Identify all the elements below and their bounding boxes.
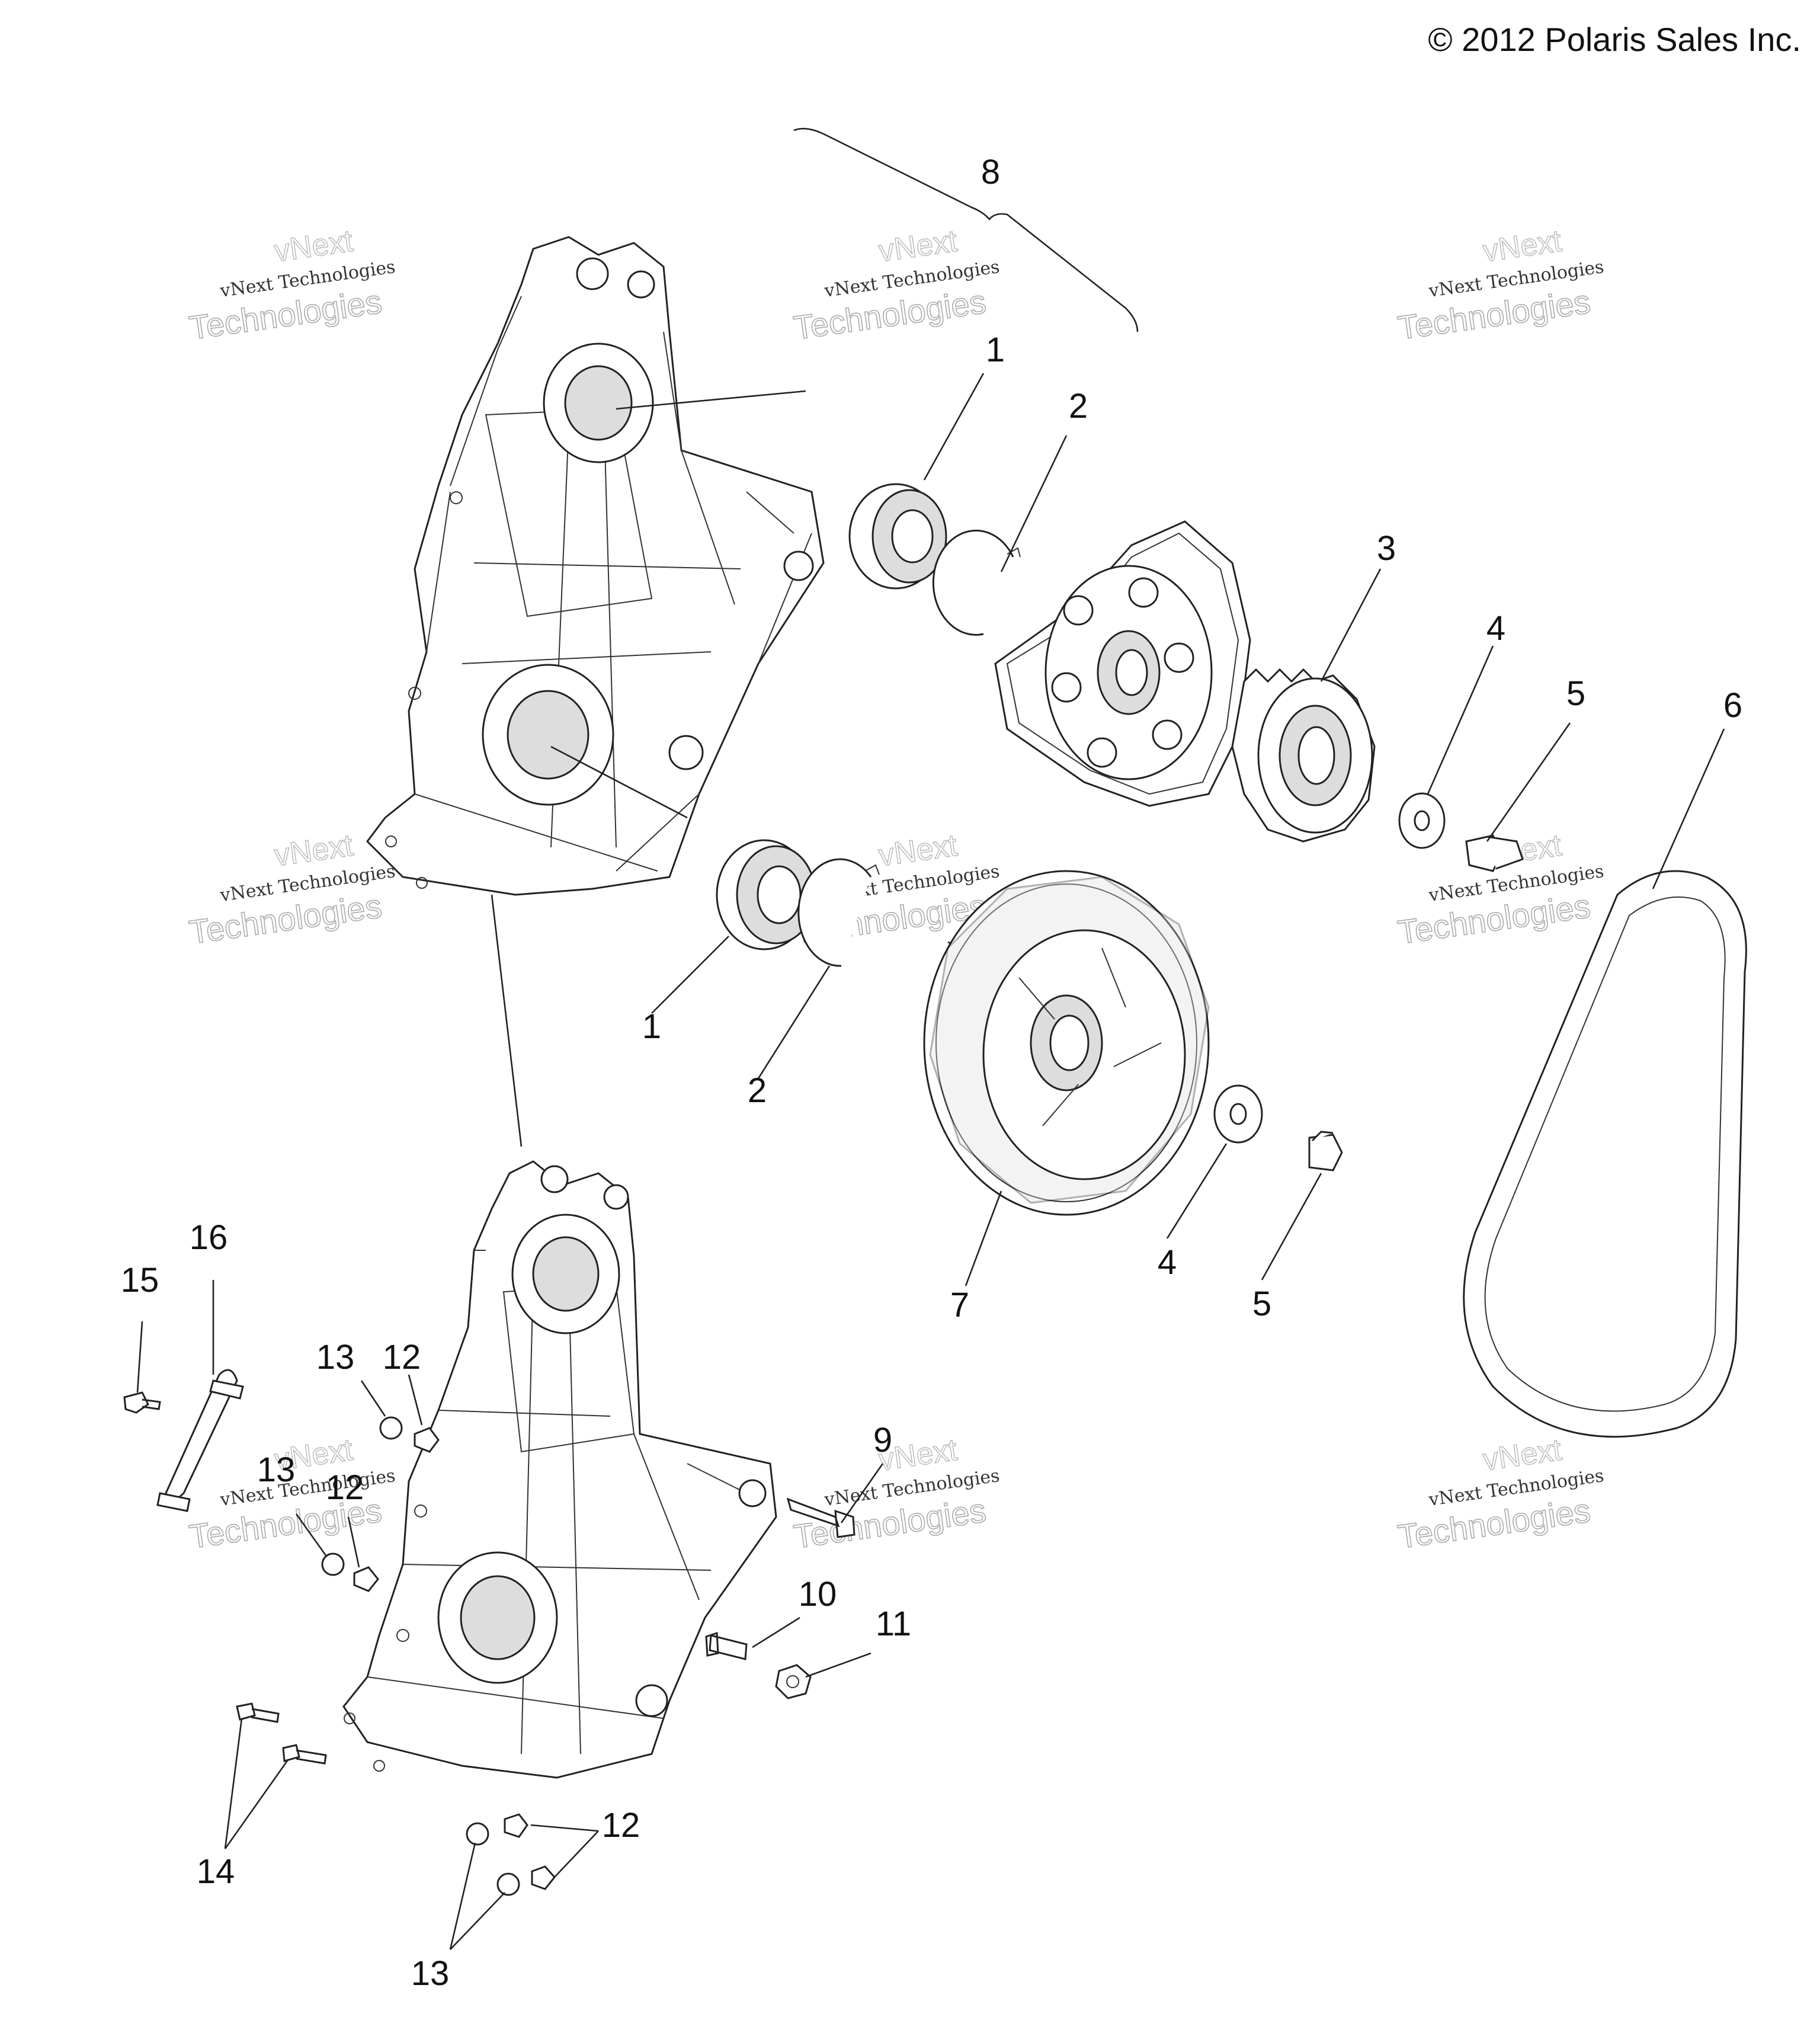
- callout-9: 9: [873, 1421, 892, 1459]
- callout-4: 4: [1158, 1243, 1177, 1282]
- callout-13: 13: [316, 1338, 355, 1376]
- callout-2: 2: [748, 1071, 767, 1110]
- snap-ring-top: [932, 529, 1021, 636]
- callout-12: 12: [383, 1338, 421, 1376]
- callout-6: 6: [1723, 686, 1742, 725]
- watermark: vNext vNext Technologies Technologies: [1395, 1432, 1606, 1556]
- nut-12-lower-a: [504, 1813, 528, 1838]
- callout-1: 1: [642, 1007, 661, 1046]
- bolt-15: [123, 1391, 161, 1414]
- svg-text:vNext: vNext: [877, 828, 960, 873]
- callout-12: 12: [326, 1468, 364, 1507]
- callout-11: 11: [876, 1605, 911, 1643]
- watermark: vNext vNext Technologies Technologies: [187, 223, 397, 347]
- callout-14: 14: [197, 1852, 235, 1891]
- driven-sprocket: [994, 520, 1251, 807]
- callout-10: 10: [799, 1575, 837, 1614]
- callout-2: 2: [1069, 387, 1088, 425]
- washer-13-lower-a: [466, 1822, 489, 1846]
- nut-11: [775, 1664, 812, 1699]
- callout-leaders: [136, 373, 1725, 1950]
- callout-13: 13: [257, 1451, 296, 1489]
- svg-text:vNext: vNext: [1481, 1433, 1564, 1478]
- callout-16: 16: [190, 1218, 228, 1257]
- washer-bottom-hole: [1229, 1103, 1247, 1125]
- nut-11-hole: [786, 1675, 799, 1688]
- assembly-bracket: [793, 127, 1139, 332]
- watermark: vNext vNext Technologies Technologies: [1395, 223, 1606, 347]
- bolt-14a: [236, 1702, 280, 1723]
- nut-12-lower-b: [531, 1865, 556, 1890]
- callout-1: 1: [986, 331, 1005, 369]
- snap-ring-bottom: [797, 858, 880, 967]
- copyright-text: © 2012 Polaris Sales Inc.: [1428, 21, 1801, 58]
- tensioner-plate: [156, 1369, 244, 1512]
- svg-text:vNext: vNext: [273, 224, 355, 269]
- bearing-leader-line: [550, 745, 688, 819]
- lower-chaincase-housing: [342, 1160, 777, 1779]
- bolt-top: [1465, 834, 1524, 872]
- stud-10: [705, 1631, 748, 1660]
- callout-15: 15: [121, 1261, 159, 1299]
- drive-chain: [1463, 870, 1747, 1438]
- callout-4: 4: [1486, 609, 1505, 648]
- watermark: vNext vNext Technologies Technologies: [187, 1432, 397, 1556]
- bearing-top: [848, 483, 947, 590]
- callout-5: 5: [1566, 674, 1585, 713]
- washer-13-upper: [379, 1416, 403, 1440]
- upper-chaincase-housing: [366, 236, 825, 896]
- large-sprocket: [923, 870, 1210, 1216]
- svg-text:vNext: vNext: [273, 828, 355, 873]
- callout-5: 5: [1252, 1285, 1271, 1323]
- bolt-14b: [282, 1744, 327, 1765]
- nut-12-upper: [414, 1427, 440, 1453]
- callout-12: 12: [602, 1806, 640, 1845]
- washer-13-middle: [321, 1552, 345, 1576]
- callout-7: 7: [950, 1286, 969, 1324]
- svg-text:vNext: vNext: [877, 224, 960, 269]
- bearing-bottom: [716, 839, 816, 950]
- nut-12-middle: [353, 1566, 379, 1592]
- svg-text:vNext: vNext: [1481, 224, 1564, 269]
- bolt-bottom: [1308, 1131, 1343, 1171]
- callout-labels: 8 1 2 3 4 5 6 1 2 7 4 5 16 15 13 12 13 1…: [121, 153, 1742, 1993]
- watermark: vNext vNext Technologies Technologies: [791, 1432, 1001, 1556]
- callout-3: 3: [1377, 529, 1396, 568]
- pinion-sprocket: [1231, 668, 1376, 843]
- callout-13: 13: [411, 1954, 450, 1993]
- housing-leader-line: [491, 894, 523, 1147]
- callout-8: 8: [981, 153, 1000, 191]
- bearing-leader-line: [616, 390, 806, 410]
- watermark: vNext vNext Technologies Technologies: [791, 223, 1001, 347]
- washer-top-hole: [1414, 810, 1430, 831]
- washer-13-lower-b: [496, 1872, 520, 1896]
